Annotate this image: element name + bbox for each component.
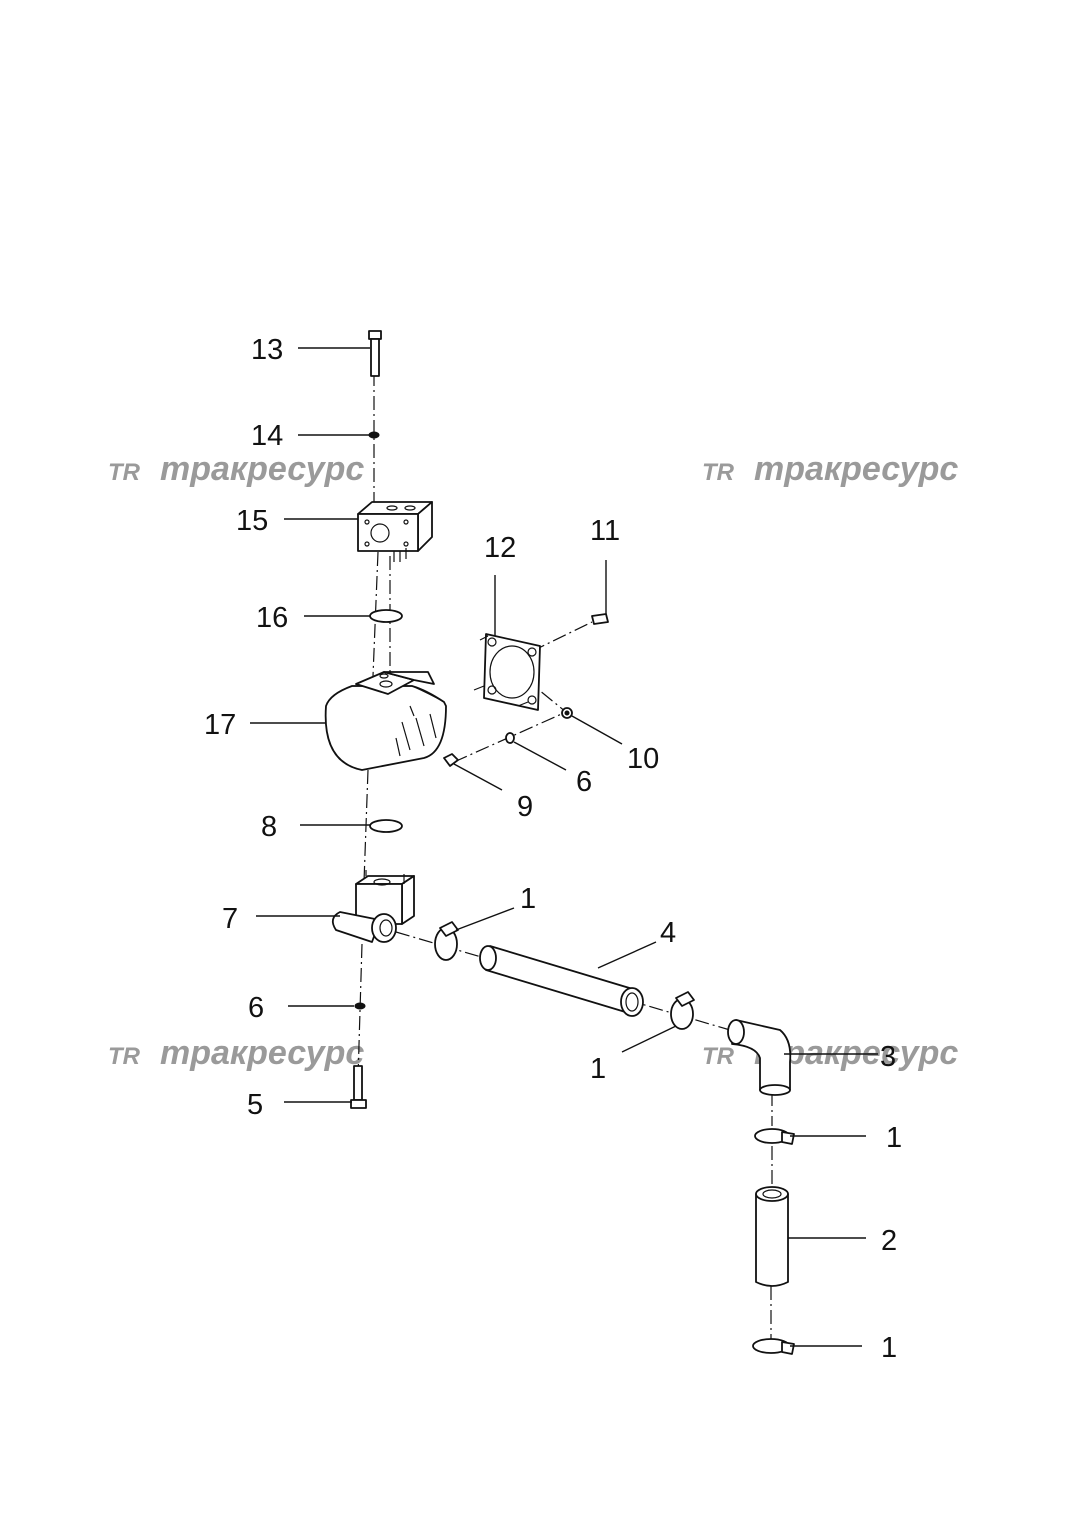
- callout-6: 6: [576, 766, 592, 798]
- part-7-elbow-fitting: [331, 870, 415, 943]
- part-1-clamp: [434, 921, 459, 961]
- callout-1: 1: [886, 1122, 902, 1154]
- watermark-text: тракресурс: [160, 450, 364, 488]
- watermark-monogram: TR: [702, 459, 735, 486]
- part-2-hose: [755, 1186, 789, 1287]
- callout-7: 7: [222, 903, 238, 935]
- callout-1: 1: [881, 1332, 897, 1364]
- part-10-nut: [561, 707, 573, 719]
- watermark-text: тракресурс: [754, 450, 958, 488]
- callout-8: 8: [261, 811, 277, 843]
- callout-17: 17: [204, 709, 236, 741]
- watermark-monogram: TR: [108, 1043, 141, 1070]
- part-8-o-ring: [369, 819, 403, 833]
- part-6-washer: [505, 732, 515, 744]
- part-9-nut: [443, 753, 459, 767]
- callout-16: 16: [256, 602, 288, 634]
- part-16-o-ring: [369, 609, 403, 623]
- part-17-housing: [324, 671, 447, 771]
- callout-2: 2: [881, 1225, 897, 1257]
- watermark-bottom-left: TR тракресурс: [108, 1034, 364, 1072]
- watermark-top-left: TR тракресурс: [108, 450, 364, 488]
- part-15-valve-block: [357, 501, 433, 562]
- callout-9: 9: [517, 791, 533, 823]
- part-3-elbow: [727, 1019, 792, 1096]
- callout-12: 12: [484, 532, 516, 564]
- callout-11: 11: [590, 515, 620, 547]
- watermark-monogram: TR: [108, 459, 141, 486]
- watermark-monogram: TR: [702, 1043, 735, 1070]
- part-4-hose: [479, 945, 644, 1017]
- callout-10: 10: [627, 743, 659, 775]
- callout-1: 1: [590, 1053, 606, 1085]
- part-12-flange: [473, 633, 541, 711]
- part-5-bolt: [350, 1065, 367, 1109]
- part-14-washer: [368, 431, 380, 439]
- part-1-clamp: [752, 1338, 795, 1355]
- part-13-bolt: [368, 330, 382, 377]
- part-11-stud: [591, 613, 609, 625]
- callout-14: 14: [251, 420, 283, 452]
- part-6-washer: [354, 1002, 366, 1010]
- leader-lines: [250, 347, 878, 1347]
- callout-labels: 13 14 15 16 17 12 11 10 6 9 8 7 1 4 6 1 …: [204, 334, 902, 1364]
- callout-13: 13: [251, 334, 283, 366]
- watermark-top-right: TR тракресурс: [702, 450, 958, 488]
- callout-4: 4: [660, 917, 676, 949]
- callout-6: 6: [248, 992, 264, 1024]
- callout-15: 15: [236, 505, 268, 537]
- callout-1: 1: [520, 883, 536, 915]
- part-1-clamp: [754, 1128, 795, 1145]
- watermark-text: тракресурс: [160, 1034, 364, 1072]
- callout-5: 5: [247, 1089, 263, 1121]
- part-1-clamp: [670, 991, 695, 1030]
- callout-3: 3: [880, 1041, 896, 1073]
